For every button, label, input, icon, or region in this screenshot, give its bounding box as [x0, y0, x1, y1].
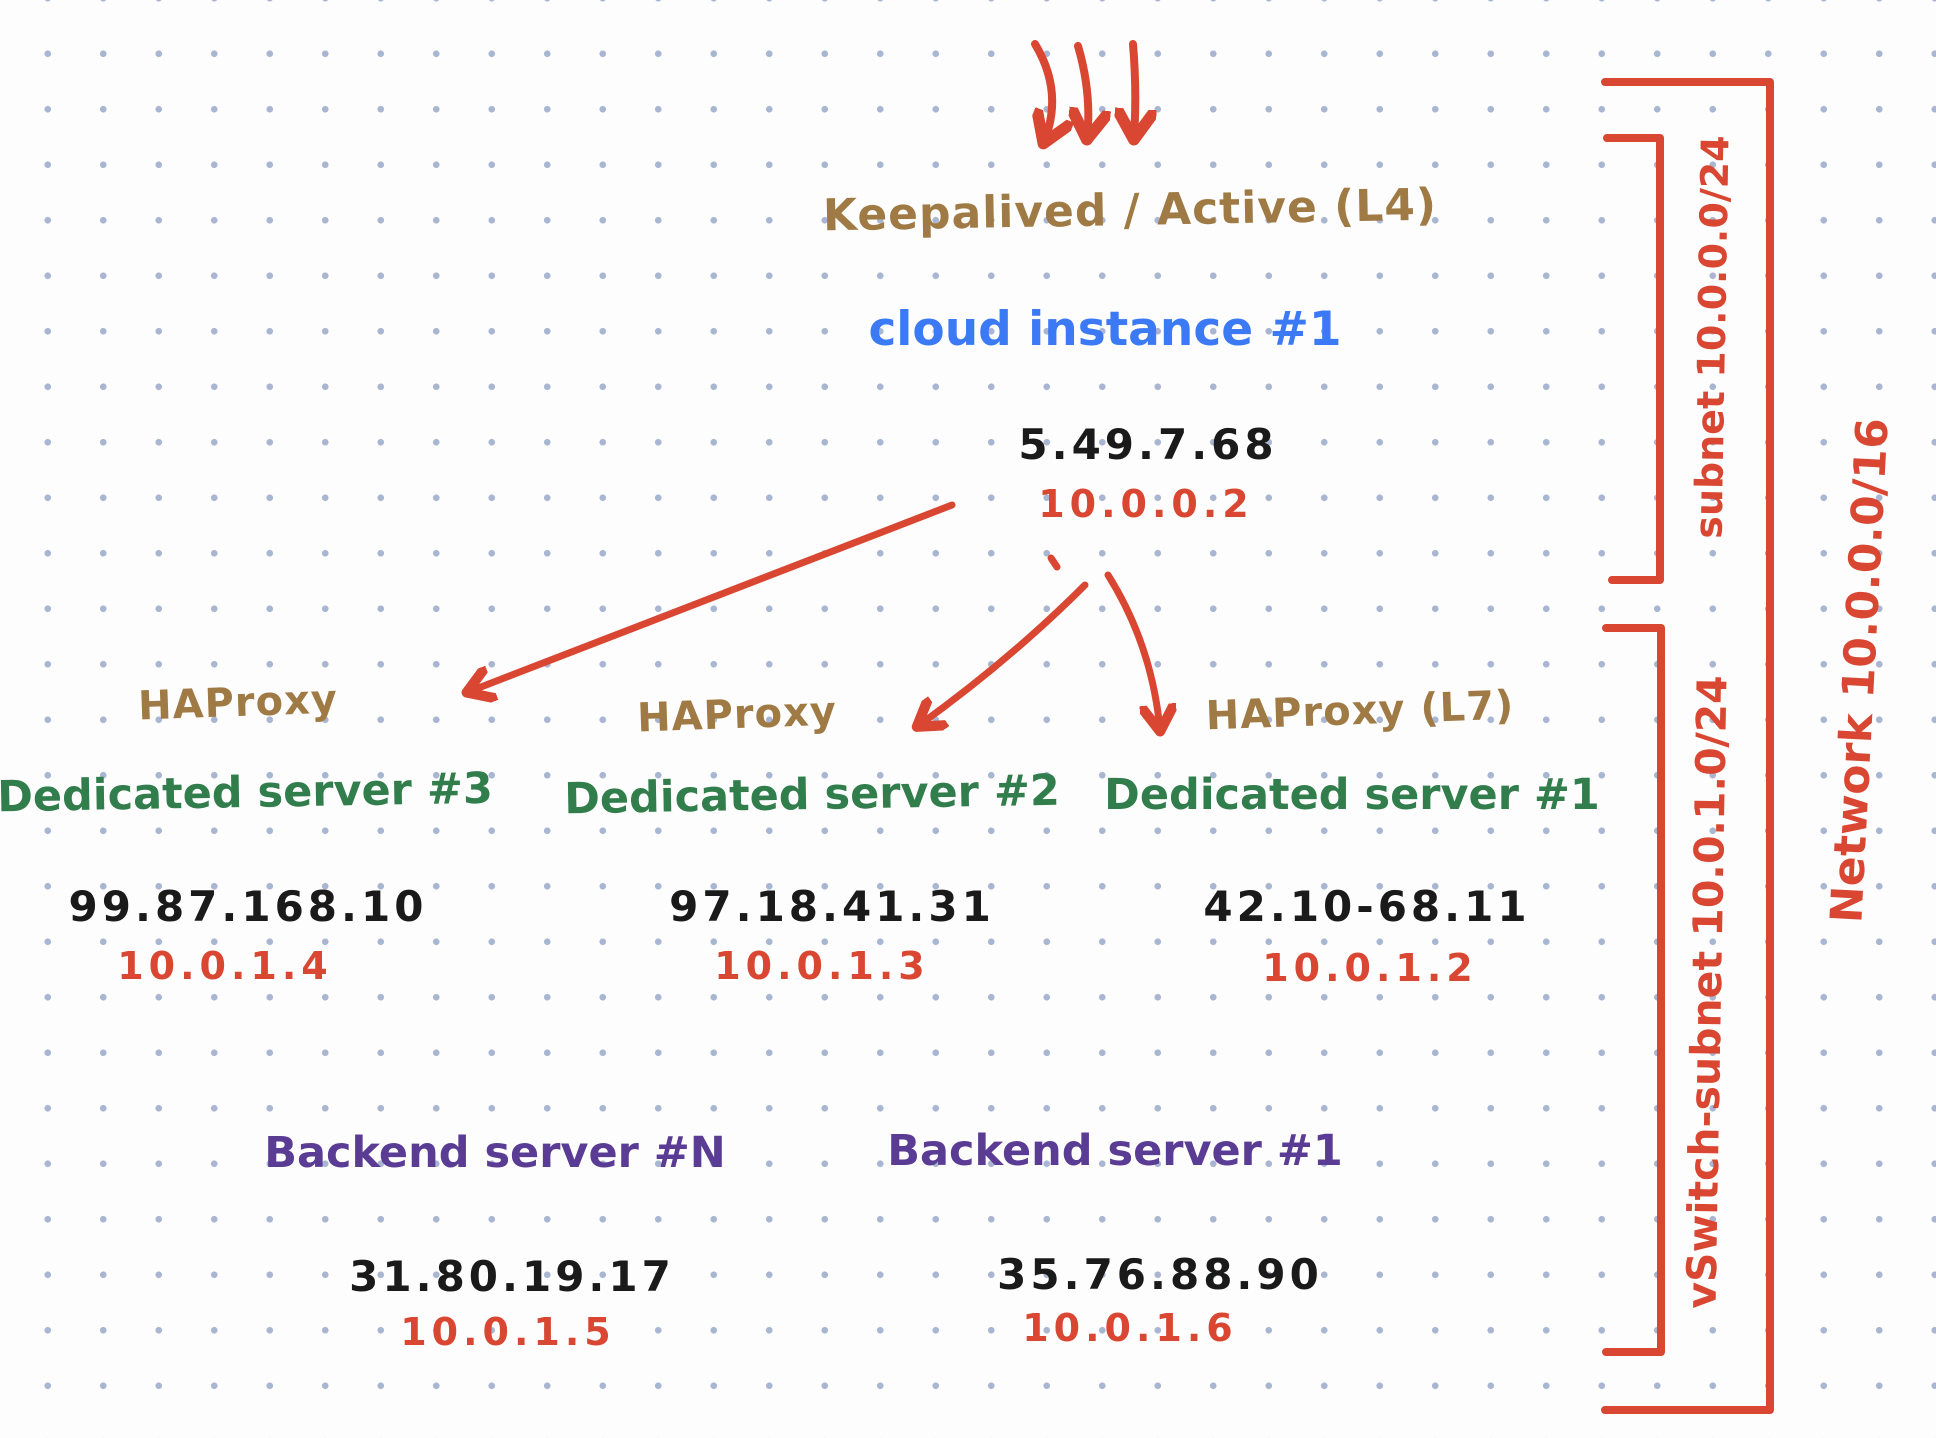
cloud-instance-label: cloud instance #1	[868, 302, 1342, 357]
haproxy3-server-label: Dedicated server #3	[0, 763, 494, 823]
cloud-instance-private-ip: 10.0.0.2	[1038, 482, 1254, 526]
haproxy3-role-label: HAProxy	[137, 676, 339, 730]
haproxy3-public-ip: 99.87.168.10	[68, 882, 428, 931]
backend1-private-ip: 10.0.1.6	[1022, 1306, 1238, 1350]
haproxy2-role-label: HAProxy	[636, 688, 838, 742]
cloud-instance-public-ip: 5.49.7.68	[1018, 420, 1278, 469]
haproxy2-server-label: Dedicated server #2	[563, 765, 1061, 825]
haproxy1-server-label: Dedicated server #1	[1104, 770, 1600, 820]
backendN-private-ip: 10.0.1.5	[400, 1310, 616, 1354]
backend1-public-ip: 35.76.88.90	[997, 1250, 1323, 1299]
backendN-public-ip: 31.80.19.17	[349, 1252, 675, 1301]
haproxy2-private-ip: 10.0.1.3	[714, 944, 930, 988]
haproxy3-private-ip: 10.0.1.4	[117, 944, 333, 988]
haproxy1-private-ip: 10.0.1.2	[1262, 946, 1478, 990]
keepalived-role-label: Keepalived / Active (L4)	[822, 179, 1438, 242]
backend1-label: Backend server #1	[887, 1126, 1343, 1176]
haproxy1-public-ip: 42.10-68.11	[1203, 882, 1531, 931]
backendN-label: Backend server #N	[264, 1128, 726, 1178]
subnet-bracket-label: subnet 10.0.0.0/24	[1686, 134, 1738, 540]
haproxy2-public-ip: 97.18.41.31	[669, 882, 995, 931]
